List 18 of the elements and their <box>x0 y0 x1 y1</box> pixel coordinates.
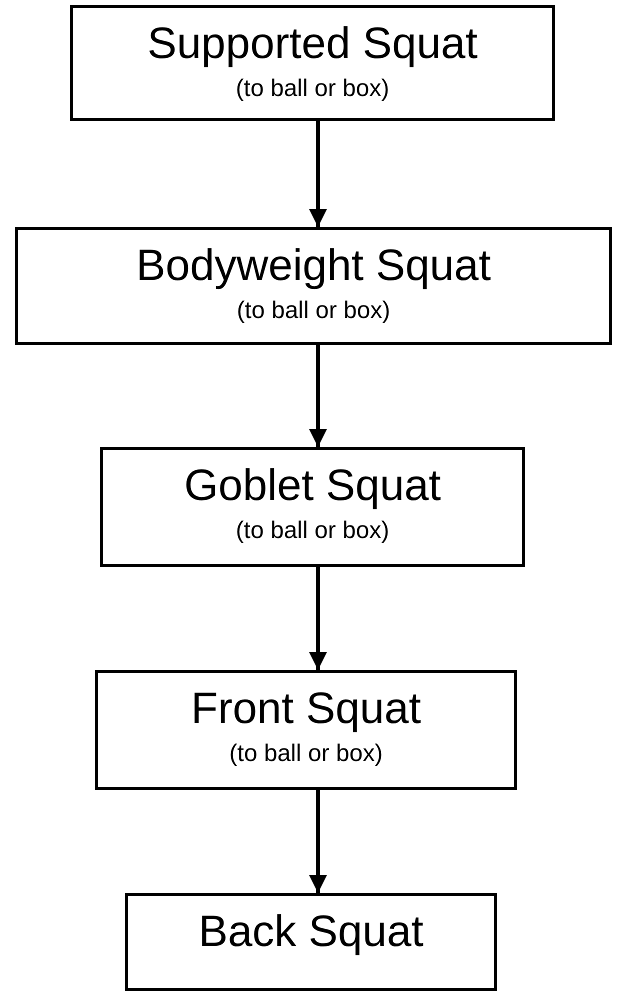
arrow <box>309 121 327 227</box>
box-subtitle: (to ball or box) <box>236 516 390 546</box>
process-box <box>100 447 525 567</box>
box-subtitle: (to ball or box) <box>236 296 390 326</box>
box-title: Back Squat <box>198 906 424 958</box>
box-title: Bodyweight Squat <box>136 240 491 292</box>
arrow <box>309 567 327 670</box>
process-box <box>125 893 497 991</box>
process-box <box>15 227 612 345</box>
box-subtitle: (to ball or box) <box>229 739 383 769</box>
arrow <box>309 345 327 447</box>
box-subtitle: (to ball or box) <box>236 74 390 104</box>
box-title: Front Squat <box>191 683 421 735</box>
process-box <box>70 5 555 121</box>
box-title: Supported Squat <box>147 18 478 70</box>
arrow <box>309 790 327 893</box>
box-title: Goblet Squat <box>184 460 441 512</box>
process-box <box>95 670 517 790</box>
